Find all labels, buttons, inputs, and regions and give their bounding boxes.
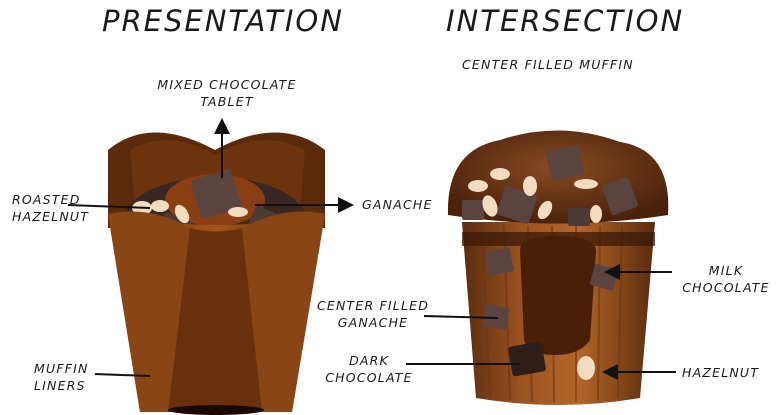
- inner-hazelnut: [577, 356, 595, 380]
- label-dark-chocolate-line1: DARK: [318, 352, 420, 369]
- label-mixed-chocolate-tablet: MIXED CHOCOLATE TABLET: [152, 76, 302, 110]
- label-mixed-chocolate-tablet-line2: TABLET: [152, 93, 302, 110]
- label-roasted-hazelnut: ROASTED HAZELNUT: [12, 191, 89, 225]
- left-muffin: [108, 133, 325, 415]
- label-hazelnut: HAZELNUT: [682, 364, 759, 381]
- label-center-filled-ganache-line1: CENTER FILLED: [312, 297, 434, 314]
- label-milk-chocolate: MILK CHOCOLATE: [676, 262, 776, 296]
- center-ganache: [520, 236, 596, 355]
- label-muffin-liners-line2: LINERS: [34, 377, 89, 394]
- label-muffin-liners-line1: MUFFIN: [34, 360, 89, 377]
- label-center-filled-ganache: CENTER FILLED GANACHE: [312, 297, 434, 331]
- label-milk-chocolate-line2: CHOCOLATE: [676, 279, 776, 296]
- label-dark-chocolate: DARK CHOCOLATE: [318, 352, 420, 386]
- label-center-filled-ganache-line2: GANACHE: [312, 314, 434, 331]
- label-milk-chocolate-line1: MILK: [676, 262, 776, 279]
- label-roasted-hazelnut-line1: ROASTED: [12, 191, 89, 208]
- label-dark-chocolate-line2: CHOCOLATE: [318, 369, 420, 386]
- label-roasted-hazelnut-line2: HAZELNUT: [12, 208, 89, 225]
- label-mixed-chocolate-tablet-line1: MIXED CHOCOLATE: [152, 76, 302, 93]
- label-ganache: GANACHE: [362, 196, 433, 213]
- label-muffin-liners: MUFFIN LINERS: [34, 360, 89, 394]
